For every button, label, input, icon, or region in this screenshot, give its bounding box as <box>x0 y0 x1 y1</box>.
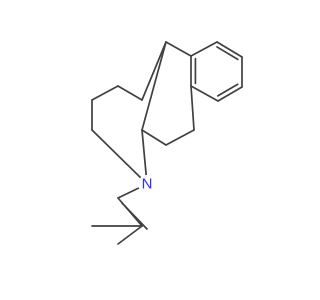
nitrogen-atom-background <box>138 175 156 193</box>
molecule-structure: N <box>91 41 243 245</box>
nitrogen-atom-label: N <box>142 176 153 193</box>
aromatic-inner-bond-b1-b2 <box>216 46 239 61</box>
bond-c10b-c10a <box>141 41 167 131</box>
bond-chB-me2 <box>117 225 143 245</box>
bond-b1-b2 <box>216 41 243 58</box>
aromatic-inner-bond-b3-b4 <box>216 83 239 97</box>
bond-c7-c6 <box>165 129 195 146</box>
bond-c10b-N <box>141 129 148 185</box>
bond-c10a-c1 <box>141 41 167 101</box>
bond-c1-c2 <box>117 85 143 101</box>
bond-b5-c7 <box>190 85 195 131</box>
bond-b6-b1 <box>190 41 218 57</box>
bond-layer <box>91 41 243 245</box>
alkene-double-bond-inner <box>121 202 148 230</box>
bond-b3-b4 <box>217 86 243 102</box>
bond-c2-c3 <box>91 85 119 101</box>
bond-b4-b5 <box>190 85 219 102</box>
bond-c6-c10b <box>141 129 167 146</box>
bond-c4-N <box>91 129 148 185</box>
atom-layer: N <box>138 175 156 193</box>
bond-b6-c10a <box>165 41 192 57</box>
